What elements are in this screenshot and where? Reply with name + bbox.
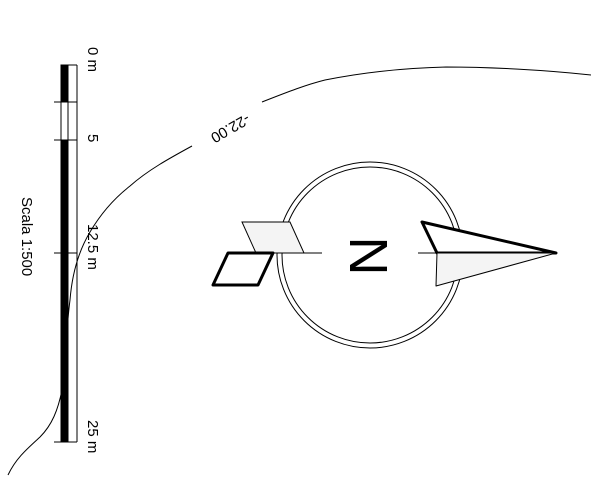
north-arrow-tail	[211, 221, 305, 287]
north-arrow: N	[211, 161, 558, 349]
scale-bar-segment	[61, 65, 68, 102]
scale-bar: 0 m 5 12.5 m 25 m Scala 1:500	[18, 47, 101, 453]
scale-tick-5: 5	[84, 134, 101, 142]
scale-bar-segment	[61, 140, 68, 253]
scale-bar-segment	[61, 253, 68, 442]
contour-line: -22.00	[7, 66, 591, 476]
north-arrow-pointer	[420, 220, 558, 287]
contour-elevation-label: -22.00	[208, 110, 253, 146]
scale-tick-25: 25 m	[84, 420, 101, 453]
scale-title: Scala 1:500	[18, 197, 35, 276]
north-letter: N	[338, 237, 398, 276]
scale-tick-0: 0 m	[84, 47, 101, 72]
scale-tick-12-5: 12.5 m	[84, 224, 101, 270]
